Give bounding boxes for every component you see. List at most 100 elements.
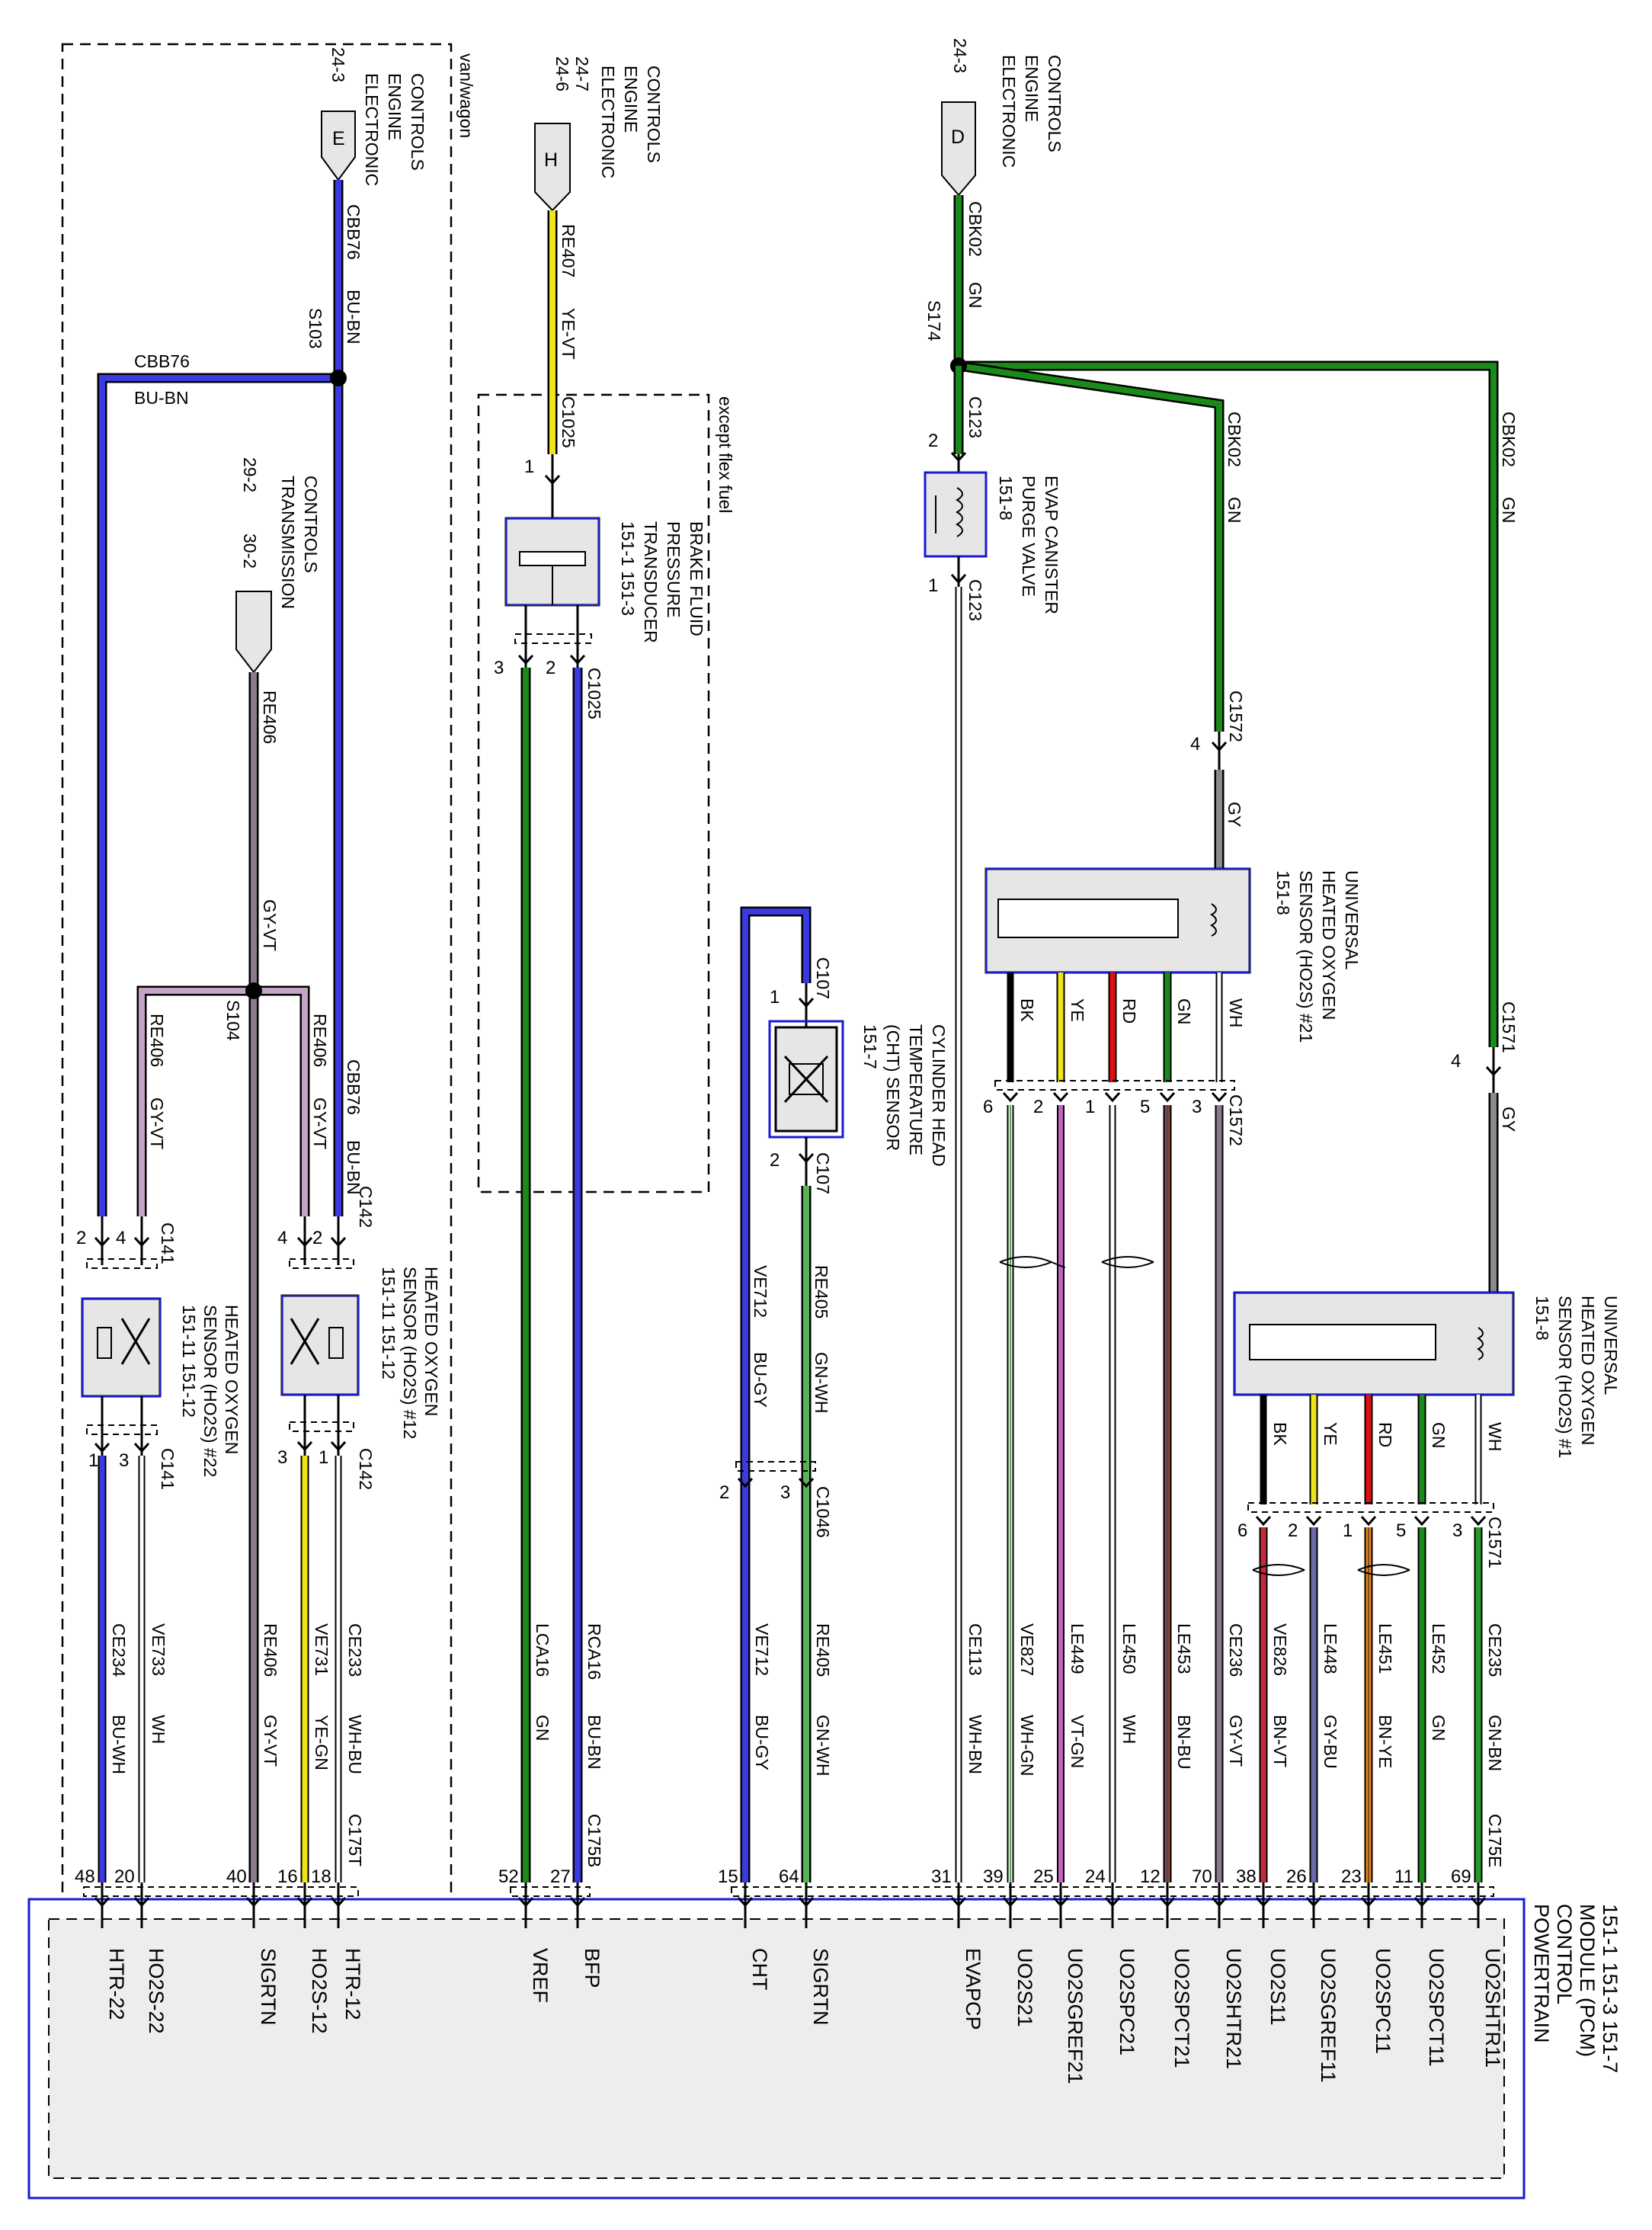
svg-text:TRANSDUCER: TRANSDUCER (641, 521, 661, 643)
svg-text:ELECTRONIC: ELECTRONIC (598, 66, 618, 178)
svg-text:TRANSMISSION: TRANSMISSION (278, 476, 298, 609)
svg-text:C175E: C175E (1485, 1814, 1505, 1867)
svg-text:6: 6 (1237, 1520, 1247, 1541)
svg-text:3: 3 (780, 1482, 790, 1503)
svg-text:SENSOR (HO2S) #22: SENSOR (HO2S) #22 (200, 1305, 220, 1477)
pcm-pin-number: 18 (311, 1866, 331, 1887)
pcm-pin-number: 12 (1140, 1866, 1161, 1887)
pcm-wire-color: BU-WH (109, 1715, 129, 1774)
svg-text:GN: GN (1174, 998, 1194, 1025)
svg-text:1: 1 (770, 987, 780, 1008)
svg-text:HEATED OXYGEN: HEATED OXYGEN (421, 1267, 441, 1416)
pcm-signal-name: HTR-22 (105, 1948, 128, 2020)
svg-text:151-7: 151-7 (860, 1024, 880, 1069)
svg-text:C175T: C175T (345, 1814, 365, 1866)
pcm-wire-circuit: CE235 (1485, 1623, 1505, 1677)
svg-text:C1572: C1572 (1226, 690, 1246, 742)
svg-text:HEATED OXYGEN: HEATED OXYGEN (1578, 1296, 1598, 1445)
pcm-signal-name: UO2SGREF21 (1064, 1948, 1087, 2084)
ref-e-connector: E 24-3 ELECTRONIC ENGINE CONTROLS (321, 47, 427, 186)
pcm-wire-color: BU-GY (752, 1715, 772, 1770)
pcm-wire-circuit: LE449 (1068, 1623, 1087, 1674)
svg-text:ELECTRONIC: ELECTRONIC (362, 73, 382, 186)
svg-text:24-3: 24-3 (950, 38, 970, 73)
pcm-wire-color: GN-BN (1485, 1715, 1505, 1771)
svg-text:4: 4 (277, 1228, 287, 1248)
svg-text:C1571: C1571 (1499, 1001, 1519, 1053)
svg-text:1: 1 (928, 575, 938, 596)
svg-text:YE: YE (1321, 1422, 1340, 1446)
svg-text:151-11 151-12: 151-11 151-12 (379, 1267, 399, 1379)
svg-text:4: 4 (1190, 734, 1200, 755)
pcm-pin-number: 40 (226, 1866, 247, 1887)
svg-text:WH: WH (1226, 998, 1246, 1027)
svg-text:C123: C123 (965, 396, 985, 438)
svg-text:24-6: 24-6 (552, 56, 572, 91)
svg-text:VE712: VE712 (751, 1265, 770, 1318)
pcm-pin-number: 11 (1394, 1866, 1413, 1887)
svg-text:2: 2 (1033, 1097, 1043, 1117)
svg-text:GY-VT: GY-VT (260, 899, 280, 951)
svg-text:2: 2 (546, 658, 555, 678)
svg-text:ENGINE: ENGINE (1022, 55, 1042, 122)
pcm-wire-circuit: LE450 (1119, 1623, 1139, 1674)
splice-s103 (330, 370, 347, 386)
universal-ho2s21-sensor: UNIVERSAL HEATED OXYGEN SENSOR (HO2S) #2… (984, 867, 1362, 1043)
pcm-wire-color: WH-GN (1017, 1715, 1037, 1776)
pcm-signal-name: CHT (748, 1948, 771, 1991)
svg-text:151-8: 151-8 (1532, 1296, 1552, 1341)
svg-text:C141: C141 (158, 1222, 178, 1264)
pcm-pin-number: 31 (931, 1866, 952, 1887)
svg-text:RE406: RE406 (260, 690, 280, 744)
svg-text:RD: RD (1375, 1422, 1395, 1447)
svg-text:BU-GY: BU-GY (751, 1352, 770, 1408)
svg-text:TEMPERATURE: TEMPERATURE (906, 1024, 926, 1155)
svg-text:SENSOR (HO2S) #1: SENSOR (HO2S) #1 (1555, 1296, 1575, 1458)
svg-text:MODULE (PCM): MODULE (PCM) (1576, 1904, 1599, 2057)
svg-text:1: 1 (1343, 1520, 1353, 1541)
svg-text:S174: S174 (924, 300, 944, 341)
svg-text:RE406: RE406 (147, 1014, 167, 1067)
pcm-wire-circuit: RE406 (261, 1623, 280, 1677)
svg-text:3: 3 (1452, 1520, 1462, 1541)
svg-text:CONTROLS: CONTROLS (1045, 55, 1065, 152)
svg-text:RE406: RE406 (310, 1014, 330, 1067)
svg-text:CBB76: CBB76 (344, 204, 363, 260)
svg-text:1: 1 (88, 1450, 98, 1471)
svg-text:C107: C107 (813, 1152, 833, 1194)
pcm-wire-circuit: VE733 (149, 1623, 168, 1676)
svg-text:CBK02: CBK02 (1225, 412, 1244, 467)
svg-text:SENSOR (HO2S) #12: SENSOR (HO2S) #12 (400, 1267, 420, 1439)
pcm-wire-color: BN-BU (1174, 1715, 1194, 1770)
svg-text:BU-BN: BU-BN (344, 1140, 363, 1195)
svg-text:2: 2 (76, 1228, 86, 1248)
svg-text:C123: C123 (965, 579, 985, 621)
svg-text:151-8: 151-8 (996, 476, 1016, 521)
pcm-signal-name: UO2SPCT11 (1425, 1948, 1448, 2067)
brake-fluid-pressure-transducer: BRAKE FLUID PRESSURE TRANSDUCER 151-1 15… (504, 517, 706, 643)
svg-text:2: 2 (770, 1150, 780, 1171)
svg-text:YE: YE (1068, 998, 1087, 1022)
svg-text:UNIVERSAL: UNIVERSAL (1342, 870, 1362, 970)
pcm-pin-number: 39 (983, 1866, 1004, 1887)
svg-text:GY-VT: GY-VT (310, 1097, 330, 1149)
svg-text:GN: GN (1499, 497, 1519, 524)
pcm-wire-circuit: VE731 (312, 1623, 331, 1676)
pcm-signal-name: UO2S21 (1013, 1948, 1036, 2027)
svg-text:RE407: RE407 (559, 224, 578, 277)
svg-text:S103: S103 (306, 308, 325, 349)
svg-text:SENSOR (HO2S) #21: SENSOR (HO2S) #21 (1296, 870, 1316, 1043)
svg-text:30-2: 30-2 (240, 533, 260, 569)
svg-text:3: 3 (1192, 1097, 1202, 1117)
pcm-pin-number: 27 (550, 1866, 571, 1887)
svg-text:E: E (332, 128, 345, 149)
svg-text:RD: RD (1119, 998, 1139, 1024)
svg-text:D: D (951, 127, 965, 148)
svg-text:HEATED OXYGEN: HEATED OXYGEN (222, 1305, 242, 1454)
pcm-pin-number: 23 (1341, 1866, 1362, 1887)
svg-text:GN-WH: GN-WH (812, 1352, 831, 1413)
svg-text:BRAKE FLUID: BRAKE FLUID (687, 521, 706, 636)
ref-h-connector: H 24-6 24-7 ELECTRONIC ENGINE CONTROLS (534, 56, 664, 212)
pcm-wire-color: GY-BU (1321, 1715, 1340, 1769)
pcm-wire-color: GY-VT (1226, 1715, 1246, 1767)
